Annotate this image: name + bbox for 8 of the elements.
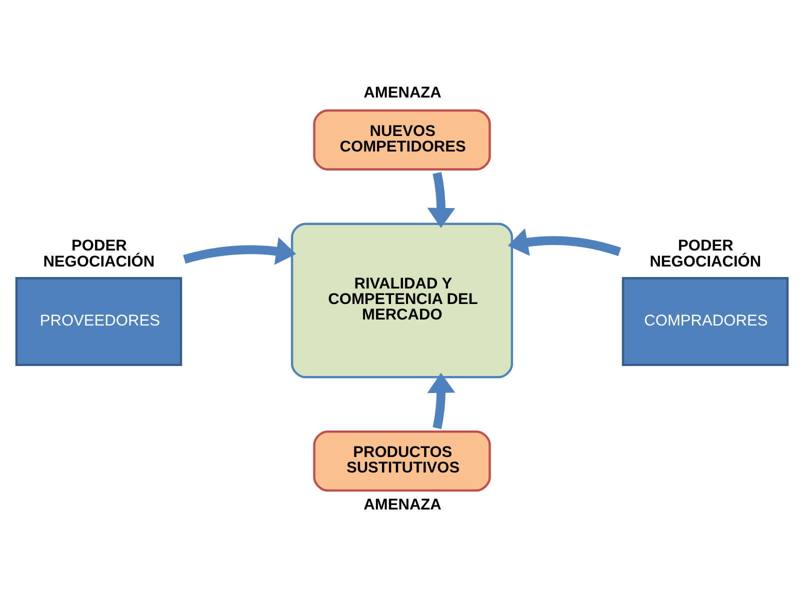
arrow <box>427 172 456 228</box>
arrow <box>508 228 621 256</box>
node-label: AMENAZA <box>364 84 442 102</box>
node-label: PODER NEGOCIACIÓN <box>650 238 762 270</box>
arrow <box>183 237 296 265</box>
node-label: AMENAZA <box>364 496 442 514</box>
arrow <box>427 372 456 430</box>
node-label: PODER NEGOCIACIÓN <box>43 238 155 270</box>
